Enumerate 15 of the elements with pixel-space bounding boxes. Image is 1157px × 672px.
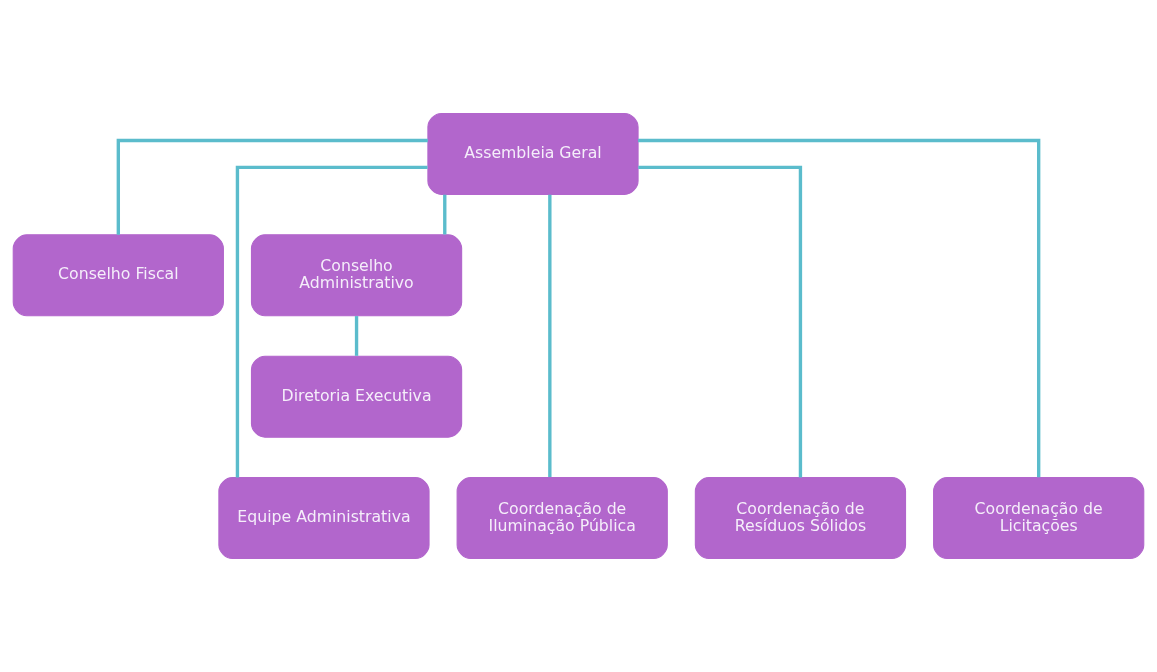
node-box: Assembleia Geral — [427, 112, 639, 195]
connector — [443, 194, 447, 235]
connector — [116, 138, 428, 235]
node-box: Equipe Administrativa — [218, 477, 430, 560]
node-box: Diretoria Executiva — [250, 355, 463, 438]
node-box: Coordenação de Resíduos Sólidos — [694, 477, 907, 560]
connector — [354, 316, 359, 356]
connector — [548, 194, 552, 478]
connector — [638, 138, 1041, 478]
connector — [235, 165, 428, 478]
node-box: Conselho Fiscal — [12, 234, 224, 317]
node-box: Coordenação de Licitações — [933, 477, 1145, 560]
connector — [638, 165, 803, 478]
node-box: Coordenação de Iluminação Pública — [456, 477, 668, 560]
node-box: Conselho Administrativo — [250, 234, 463, 317]
